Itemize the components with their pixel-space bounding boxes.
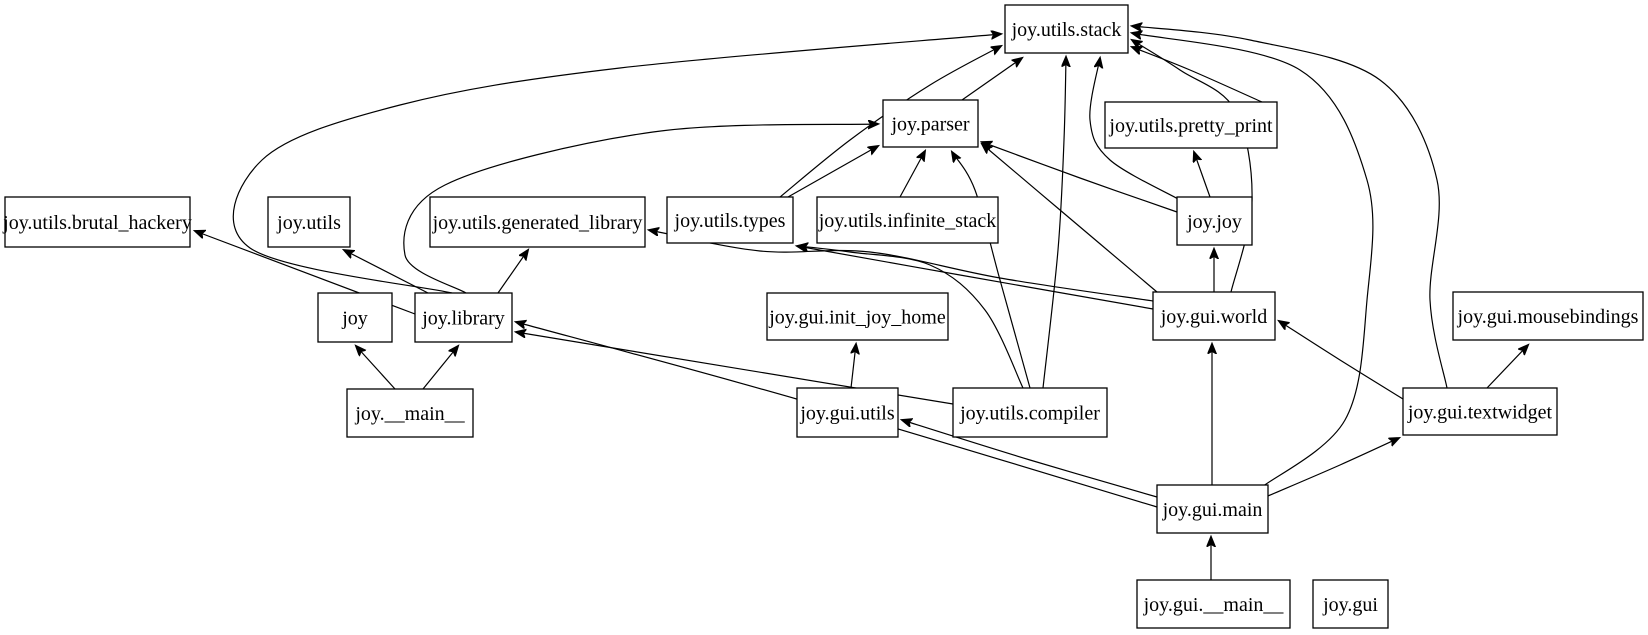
edge-types-to-parser <box>787 146 878 198</box>
node-label-gui_main_: joy.gui.__main__ <box>1143 594 1285 616</box>
edge-world-to-types <box>797 246 1154 310</box>
edge-gui_main-to-stack <box>1132 33 1374 488</box>
node-generated_library: joy.utils.generated_library <box>429 196 646 248</box>
node-label-infinite_stack: joy.utils.infinite_stack <box>818 210 997 232</box>
node-gui: joy.gui <box>1312 579 1389 629</box>
node-textwidget: joy.gui.textwidget <box>1402 387 1558 436</box>
node-label-stack: joy.utils.stack <box>1011 19 1122 41</box>
node-label-types: joy.utils.types <box>674 210 786 232</box>
node-box-infinite_stack <box>816 196 999 244</box>
edges-layer <box>195 26 1528 580</box>
node-label-gui: joy.gui <box>1322 594 1378 616</box>
edge-library-to-generated_library <box>497 250 528 294</box>
edge-joyjoy-to-pretty_print <box>1194 152 1211 198</box>
node-label-library: joy.library <box>421 308 505 330</box>
edge-parser-to-stack <box>961 58 1022 101</box>
edge-textwidget-to-world <box>1279 321 1404 400</box>
node-box-types <box>666 196 794 244</box>
node-label-gui_main: joy.gui.main <box>1162 499 1263 521</box>
node-library: joy.library <box>414 292 513 343</box>
node-box-joyjoy <box>1176 196 1253 246</box>
node-box-brutal_hackery <box>4 196 191 248</box>
edge-main_-to-library <box>422 346 458 390</box>
edge-world-to-generated_library <box>649 230 1154 302</box>
node-types: joy.utils.types <box>666 196 794 244</box>
edge-pretty_print-to-stack <box>1132 47 1263 103</box>
node-label-brutal_hackery: joy.utils.brutal_hackery <box>2 212 192 234</box>
edge-textwidget-to-mousebindings <box>1486 345 1528 389</box>
node-world: joy.gui.world <box>1152 291 1276 341</box>
edge-gui_main-to-gui_utils <box>902 420 1158 498</box>
edge-world-to-parser <box>982 144 1158 293</box>
edge-world-to-stack <box>1132 40 1253 293</box>
node-box-library <box>414 292 513 343</box>
node-box-generated_library <box>429 196 646 248</box>
edge-library-to-parser <box>403 124 878 294</box>
node-box-stack <box>1004 4 1129 54</box>
edge-gui_main-to-textwidget <box>1267 438 1399 497</box>
node-label-utils: joy.utils <box>276 212 341 234</box>
node-gui_main_: joy.gui.__main__ <box>1136 579 1291 629</box>
node-label-gui_utils: joy.gui.utils <box>799 403 894 425</box>
node-label-world: joy.gui.world <box>1160 306 1267 328</box>
edge-compiler-to-parser <box>952 152 1031 389</box>
node-box-parser <box>882 99 979 148</box>
edge-gui_utils-to-init_joy_home <box>851 344 856 389</box>
node-label-parser: joy.parser <box>890 114 969 136</box>
node-infinite_stack: joy.utils.infinite_stack <box>816 196 999 244</box>
node-box-init_joy_home <box>766 292 949 341</box>
node-box-gui_main <box>1156 484 1269 534</box>
node-label-init_joy_home: joy.gui.init_joy_home <box>768 307 946 329</box>
node-box-gui_main_ <box>1136 579 1291 629</box>
node-gui_utils: joy.gui.utils <box>796 387 899 438</box>
nodes-layer: joy.utils.stack joy.parser joy.utils.prett… <box>2 4 1644 629</box>
node-joy: joy <box>317 292 393 343</box>
edge-joyjoy-to-parser <box>982 142 1178 213</box>
node-label-main_: joy.__main__ <box>354 403 465 425</box>
edge-main_-to-joy <box>356 346 396 390</box>
node-label-joy: joy <box>341 308 368 330</box>
node-label-textwidget: joy.gui.textwidget <box>1407 402 1553 424</box>
node-parser: joy.parser <box>882 99 979 148</box>
node-box-joy <box>317 292 393 343</box>
edge-compiler-to-stack <box>1042 57 1066 389</box>
node-label-joyjoy: joy.joy <box>1186 211 1242 233</box>
node-stack: joy.utils.stack <box>1004 4 1129 54</box>
node-label-mousebindings: joy.gui.mousebindings <box>1457 306 1639 328</box>
edge-textwidget-to-stack <box>1132 26 1448 389</box>
node-box-gui_utils <box>796 387 899 438</box>
node-mousebindings: joy.gui.mousebindings <box>1452 291 1644 341</box>
edge-library-to-stack <box>232 34 1001 294</box>
node-label-compiler: joy.utils.compiler <box>959 403 1100 425</box>
node-box-world <box>1152 291 1276 341</box>
edge-joyjoy-to-stack <box>1089 58 1181 201</box>
node-box-gui <box>1312 579 1389 629</box>
edge-infinite_stack-to-parser <box>899 151 925 198</box>
node-box-textwidget <box>1402 387 1558 436</box>
node-init_joy_home: joy.gui.init_joy_home <box>766 292 949 341</box>
node-box-pretty_print <box>1104 101 1278 149</box>
node-pretty_print: joy.utils.pretty_print <box>1104 101 1278 149</box>
node-label-generated_library: joy.utils.generated_library <box>432 212 643 234</box>
node-box-compiler <box>952 387 1108 438</box>
node-brutal_hackery: joy.utils.brutal_hackery <box>2 196 192 248</box>
node-main_: joy.__main__ <box>346 388 474 438</box>
node-joyjoy: joy.joy <box>1176 196 1253 246</box>
node-label-pretty_print: joy.utils.pretty_print <box>1108 115 1273 137</box>
node-gui_main: joy.gui.main <box>1156 484 1269 534</box>
node-utils: joy.utils <box>267 196 351 248</box>
node-compiler: joy.utils.compiler <box>952 387 1108 438</box>
node-box-mousebindings <box>1452 291 1644 341</box>
node-box-utils <box>267 196 351 248</box>
node-box-main_ <box>346 388 474 438</box>
edge-library-to-utils <box>344 250 429 294</box>
